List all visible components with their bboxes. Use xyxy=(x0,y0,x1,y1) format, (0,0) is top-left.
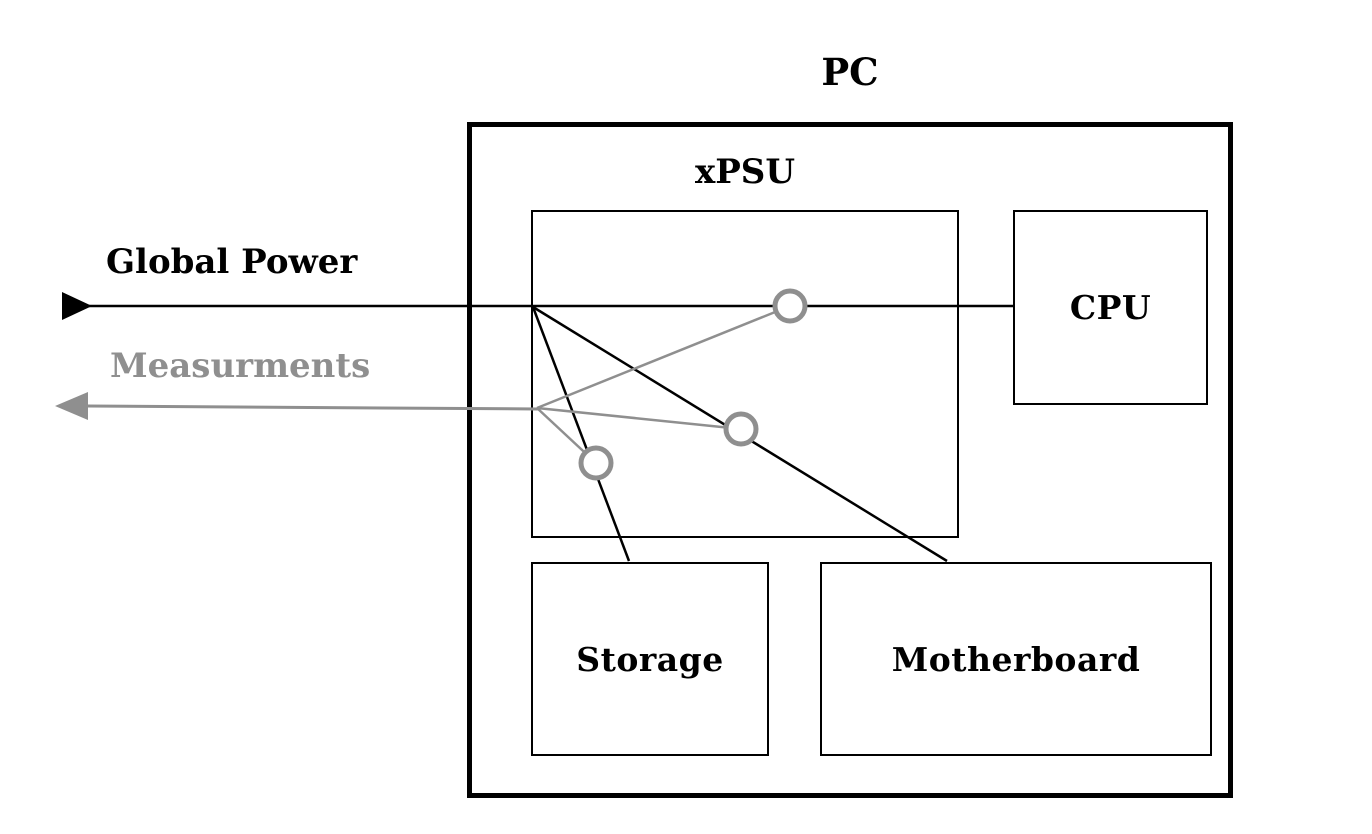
measurements-label: Measurments xyxy=(110,346,371,386)
pc-box xyxy=(467,122,1233,798)
cpu-box: CPU xyxy=(1013,210,1208,405)
global-power-arrowhead-icon xyxy=(62,292,92,320)
storage-label: Storage xyxy=(576,639,724,679)
xpsu-box xyxy=(531,210,959,538)
motherboard-label: Motherboard xyxy=(891,639,1141,679)
cpu-label: CPU xyxy=(1069,288,1152,327)
xpsu-title: xPSU xyxy=(694,152,796,192)
pc-title: PC xyxy=(821,50,879,94)
motherboard-box: Motherboard xyxy=(820,562,1212,756)
storage-box: Storage xyxy=(531,562,769,756)
measurements-arrowhead-icon xyxy=(55,392,88,420)
global-power-label: Global Power xyxy=(106,242,358,282)
